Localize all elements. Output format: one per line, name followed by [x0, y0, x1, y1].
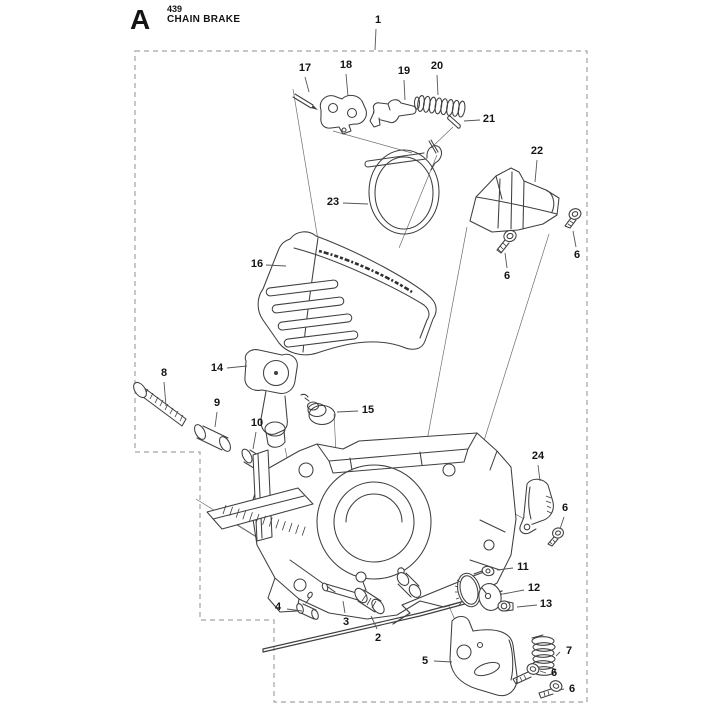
leader-line-14 [226, 365, 248, 369]
callout-11: 11 [517, 561, 529, 573]
callout-8: 8 [161, 367, 167, 379]
part-6-screw-a [496, 229, 517, 254]
leader-line-10 [252, 431, 257, 450]
part-22-bracket [469, 167, 560, 233]
callout-15: 15 [362, 404, 374, 416]
spring-wire [392, 569, 490, 625]
callout-22: 22 [531, 145, 543, 157]
callout-12: 12 [528, 582, 540, 594]
leader-line-23 [342, 202, 369, 205]
callout-14: 14 [211, 362, 224, 374]
leader-line-1 [374, 28, 377, 51]
leader-line-16 [265, 264, 287, 267]
leader-line-2 [370, 615, 378, 630]
callout-3: 3 [343, 616, 349, 628]
part-6-screw-e [538, 680, 563, 699]
part-9-sleeve [194, 424, 231, 452]
callout-19: 19 [398, 65, 410, 77]
leader-line-12 [502, 589, 525, 595]
callout-16: 16 [251, 258, 263, 270]
leader-line-13 [516, 604, 538, 608]
leader-line-11 [496, 567, 514, 571]
leader-line-4 [286, 608, 303, 612]
callout-6: 6 [551, 667, 557, 679]
part-6-screw-b [564, 208, 582, 229]
leader-line-6 [539, 670, 547, 674]
part-6-screw-d [512, 663, 540, 685]
callout-6: 6 [562, 502, 568, 514]
part-6-screw-c [547, 527, 564, 547]
part-15-cone-spring [300, 393, 336, 426]
part-5-guide-plate [449, 615, 518, 697]
part-20-tension-spring [413, 95, 466, 118]
callout-21: 21 [483, 113, 495, 125]
part-24-cover [519, 478, 554, 535]
callout-24: 24 [532, 450, 545, 462]
part-12-washer [478, 583, 502, 611]
part-21-pin [447, 115, 461, 129]
part-16-hand-guard [257, 231, 437, 356]
model-number: 439 [167, 4, 183, 14]
part-14-knee-joint [244, 349, 298, 448]
leader-line-6 [572, 230, 577, 248]
leader-line-7 [555, 651, 561, 657]
leader-line-22 [534, 159, 538, 183]
leader-line-18 [345, 73, 349, 97]
part-18-pivot-bracket [319, 94, 367, 135]
part-11-retaining-ring [454, 565, 495, 608]
part-8-screw [133, 381, 187, 427]
callout-5: 5 [422, 655, 428, 667]
leader-line-3 [342, 600, 346, 614]
leader-line-21 [463, 119, 481, 122]
page-title: CHAIN BRAKE [167, 14, 241, 25]
part-19-brake-lever [369, 99, 417, 128]
oil-pump-cylinder [396, 567, 422, 598]
part-13-nut [497, 600, 514, 612]
callout-4: 4 [275, 601, 282, 613]
callout-13: 13 [540, 598, 552, 610]
callout-2: 2 [375, 632, 381, 644]
leader-line-15 [336, 410, 359, 413]
callout-6: 6 [504, 270, 510, 282]
callout-10: 10 [251, 417, 263, 429]
part-17-pin [292, 93, 318, 110]
part-23-brake-band [364, 139, 443, 235]
diagram-dashed-border [134, 50, 588, 703]
leader-line-8 [163, 381, 167, 407]
callout-7: 7 [566, 645, 572, 657]
leader-line-20 [436, 74, 439, 96]
leader-line-17 [304, 76, 310, 93]
leader-line-6 [504, 252, 508, 269]
callout-9: 9 [214, 397, 220, 409]
guard-warning-text [318, 249, 413, 294]
leader-line-9 [214, 411, 218, 428]
callout-6: 6 [574, 249, 580, 261]
callout-18: 18 [340, 59, 352, 71]
part-2-plunger [354, 571, 385, 615]
callout-20: 20 [431, 60, 443, 72]
section-letter: A [130, 4, 151, 35]
leader-line-6 [559, 516, 565, 530]
leader-line-19 [403, 79, 406, 101]
callout-23: 23 [327, 196, 339, 208]
crankcase-housing [206, 432, 517, 620]
callout-6: 6 [569, 683, 575, 695]
leader-line-6 [558, 688, 565, 691]
leader-line-24 [537, 464, 541, 482]
callout-17: 17 [299, 62, 311, 74]
callout-1: 1 [375, 14, 381, 26]
leader-line-5 [433, 660, 453, 663]
